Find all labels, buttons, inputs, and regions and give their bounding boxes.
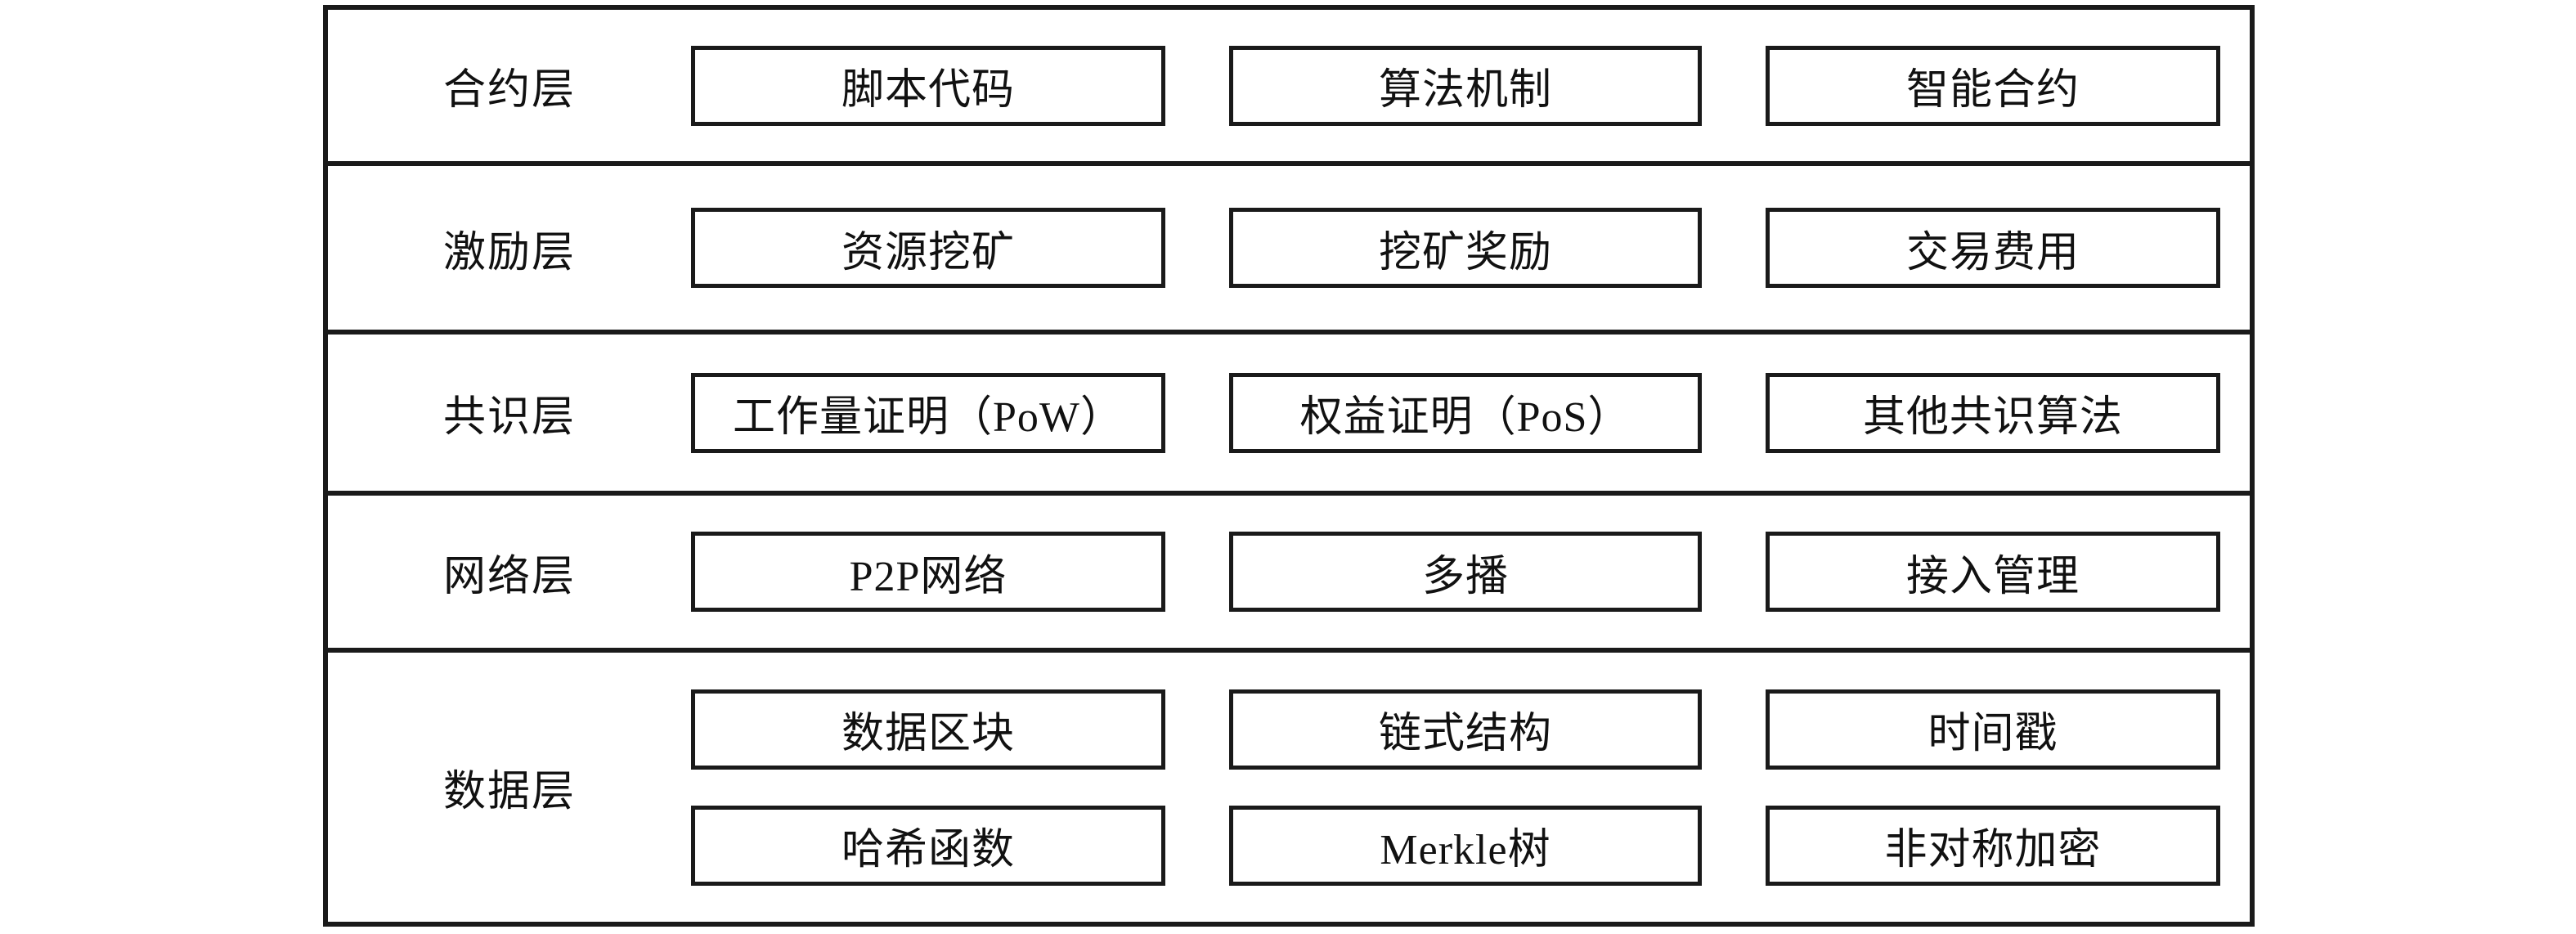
component-box: 挖矿奖励 xyxy=(1229,208,1702,288)
component-box: 多播 xyxy=(1229,532,1702,612)
component-box: 接入管理 xyxy=(1766,532,2220,612)
component-box: 其他共识算法 xyxy=(1766,372,2220,453)
component-box: 智能合约 xyxy=(1766,45,2220,126)
layer-boxes: 脚本代码 算法机制 智能合约 xyxy=(691,45,2250,126)
component-box: P2P网络 xyxy=(691,532,1165,612)
component-label: 权益证明（PoS） xyxy=(1299,394,1631,441)
component-box: 哈希函数 xyxy=(691,805,1165,886)
component-box: 链式结构 xyxy=(1229,689,1702,770)
layer-label-incentive: 激励层 xyxy=(442,229,576,276)
layer-row-incentive: 激励层 资源挖矿 挖矿奖励 交易费用 xyxy=(328,166,2250,335)
component-label: Merkle树 xyxy=(1380,827,1551,873)
layer-boxes: 数据区块 链式结构 时间戳 xyxy=(691,689,2250,770)
component-label: 非对称加密 xyxy=(1884,827,2102,873)
layer-boxes-stack: 数据区块 链式结构 时间戳 哈希函数 Merkle树 非对称加密 xyxy=(691,689,2250,886)
layer-row-network: 网络层 P2P网络 多播 接入管理 xyxy=(328,496,2250,653)
component-box: 工作量证明（PoW） xyxy=(691,372,1165,453)
layer-boxes: 工作量证明（PoW） 权益证明（PoS） 其他共识算法 xyxy=(691,372,2250,453)
layer-row-data: 数据层 数据区块 链式结构 时间戳 哈希函数 Merkle树 非对称加密 xyxy=(328,653,2250,922)
component-label: 数据区块 xyxy=(841,711,1015,757)
layer-boxes: 哈希函数 Merkle树 非对称加密 xyxy=(691,805,2250,886)
component-box: 资源挖矿 xyxy=(691,208,1165,288)
component-label: 资源挖矿 xyxy=(841,229,1015,276)
component-box: 脚本代码 xyxy=(691,45,1165,126)
layer-boxes: P2P网络 多播 接入管理 xyxy=(691,532,2250,612)
component-label: 智能合约 xyxy=(1905,67,2080,114)
layer-row-contract: 合约层 脚本代码 算法机制 智能合约 xyxy=(328,10,2250,166)
component-box: Merkle树 xyxy=(1229,805,1702,886)
component-box: 时间戳 xyxy=(1766,689,2220,770)
component-label: 多播 xyxy=(1421,553,1509,600)
component-label: 挖矿奖励 xyxy=(1378,229,1552,276)
component-box: 权益证明（PoS） xyxy=(1229,372,1702,453)
component-label: 算法机制 xyxy=(1378,67,1552,114)
layer-label-contract: 合约层 xyxy=(442,67,576,114)
layer-row-consensus: 共识层 工作量证明（PoW） 权益证明（PoS） 其他共识算法 xyxy=(328,335,2250,496)
component-label: 工作量证明（PoW） xyxy=(732,394,1124,441)
layer-label-consensus: 共识层 xyxy=(442,394,576,441)
component-box: 算法机制 xyxy=(1229,45,1702,126)
component-label: 其他共识算法 xyxy=(1862,394,2123,441)
component-label: 交易费用 xyxy=(1905,229,2080,276)
component-label: 链式结构 xyxy=(1378,711,1552,757)
component-label: 时间戳 xyxy=(1928,711,2058,757)
component-box: 交易费用 xyxy=(1766,208,2220,288)
component-label: 接入管理 xyxy=(1905,553,2080,600)
component-box: 数据区块 xyxy=(691,689,1165,770)
component-label: 哈希函数 xyxy=(841,827,1015,873)
component-label: P2P网络 xyxy=(849,553,1008,600)
layer-boxes: 资源挖矿 挖矿奖励 交易费用 xyxy=(691,208,2250,288)
component-label: 脚本代码 xyxy=(841,67,1015,114)
component-box: 非对称加密 xyxy=(1766,805,2220,886)
layer-label-data: 数据层 xyxy=(442,769,576,815)
layer-label-network: 网络层 xyxy=(442,553,576,600)
architecture-frame: 合约层 脚本代码 算法机制 智能合约 激励层 资源挖矿 挖矿奖励 交易费用 共识… xyxy=(323,5,2255,927)
